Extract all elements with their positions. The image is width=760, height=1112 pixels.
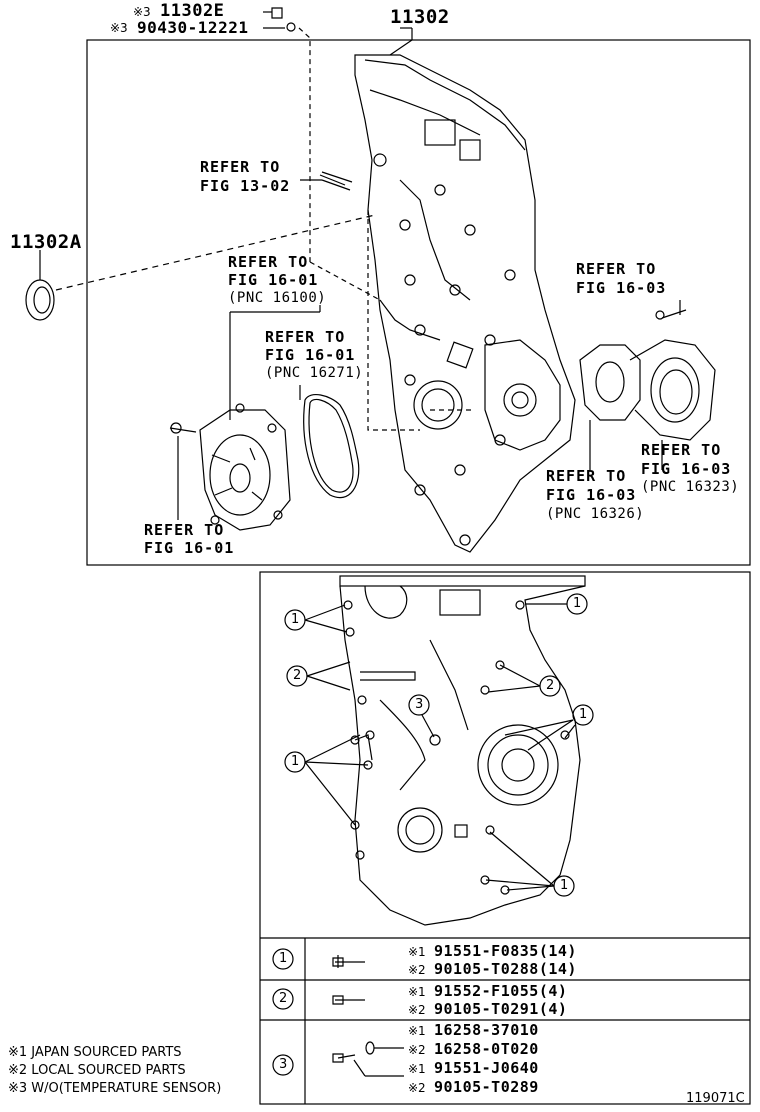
callout-1-e: 1 xyxy=(560,878,569,893)
refer-16100-line2: FIG 16-01 xyxy=(228,271,319,289)
refer-16271-pnc: (PNC 16271) xyxy=(265,365,364,381)
upper-frame xyxy=(86,39,751,566)
refer-16323-line2: FIG 16-03 xyxy=(641,460,732,478)
dashed-leader-sensor xyxy=(298,27,311,262)
table-row-3-part-1: 16258-37010 xyxy=(434,1021,539,1039)
table-row-1-circle: 1 xyxy=(279,951,288,966)
refer-pump-line1: REFER TO xyxy=(144,521,225,539)
callout-2-a: 2 xyxy=(293,668,302,683)
sensor-icons xyxy=(271,7,296,32)
refer-fig-16-03-line1: REFER TO xyxy=(576,260,657,278)
table-row-2-circle: 2 xyxy=(279,991,288,1006)
mark-11302e: ※3 xyxy=(133,5,151,19)
timing-chain-cover-upper xyxy=(319,54,576,553)
figure-id: 119071C xyxy=(686,1091,745,1106)
parts-table-grid xyxy=(260,937,750,1104)
mark-90430: ※3 xyxy=(110,21,128,35)
lower-frame xyxy=(259,571,751,1105)
refer-pump-line2: FIG 16-01 xyxy=(144,539,235,557)
table-row-2-mark-2: ※2 xyxy=(408,1003,426,1017)
table-row-1-part-2: 90105-T0288(14) xyxy=(434,960,577,978)
refer-fig-13-02-line1: REFER TO xyxy=(200,158,281,176)
part-11302e: 11302E xyxy=(160,1,225,21)
refer-16326-line1: REFER TO xyxy=(546,467,627,485)
table-row-1-mark-1: ※1 xyxy=(408,945,426,959)
callout-1-b: 1 xyxy=(573,596,582,611)
callout-1-d: 1 xyxy=(291,754,300,769)
table-row-3-part-2: 16258-0T020 xyxy=(434,1040,539,1058)
callout-1-c: 1 xyxy=(579,707,588,722)
refer-fig-13-02-line2: FIG 13-02 xyxy=(200,177,291,195)
note-japan-sourced: ※1 JAPAN SOURCED PARTS xyxy=(8,1045,182,1060)
table-row-2-mark-1: ※1 xyxy=(408,985,426,999)
refer-16326-line2: FIG 16-03 xyxy=(546,486,637,504)
water-outlet xyxy=(579,309,716,441)
refer-fig-16-03-line2: FIG 16-03 xyxy=(576,279,667,297)
table-row-3-mark-3: ※1 xyxy=(408,1062,426,1076)
table-row-3-mark-4: ※2 xyxy=(408,1081,426,1095)
refer-16326-pnc: (PNC 16326) xyxy=(546,506,645,522)
table-row-1-mark-2: ※2 xyxy=(408,963,426,977)
table-row-2-part-1: 91552-F1055(4) xyxy=(434,982,568,1000)
callout-3: 3 xyxy=(415,697,424,712)
note-local-sourced: ※2 LOCAL SOURCED PARTS xyxy=(8,1063,186,1078)
table-row-1-part-1: 91551-F0835(14) xyxy=(434,942,577,960)
callout-1-a: 1 xyxy=(291,612,300,627)
callout-2-b: 2 xyxy=(546,678,555,693)
refer-16323-pnc: (PNC 16323) xyxy=(641,479,740,495)
timing-chain-cover-detail xyxy=(339,575,586,926)
water-pump xyxy=(169,403,291,531)
table-row-3-mark-2: ※2 xyxy=(408,1043,426,1057)
refer-16271-line1: REFER TO xyxy=(265,328,346,346)
table-row-3-mark-1: ※1 xyxy=(408,1024,426,1038)
oil-seal-11302a xyxy=(25,279,55,321)
pump-gasket xyxy=(303,393,360,499)
table-row-2-part-2: 90105-T0291(4) xyxy=(434,1000,568,1018)
refer-16100-line1: REFER TO xyxy=(228,253,309,271)
part-11302a: 11302A xyxy=(10,231,82,253)
table-row-3-part-4: 90105-T0289 xyxy=(434,1078,539,1096)
callout-leaders xyxy=(284,593,594,897)
table-row-3-circle: 3 xyxy=(279,1057,288,1072)
refer-16271-line2: FIG 16-01 xyxy=(265,346,356,364)
table-row-3-part-3: 91551-J0640 xyxy=(434,1059,539,1077)
refer-16323-line1: REFER TO xyxy=(641,441,722,459)
note-wo-temperature-sensor: ※3 W/O(TEMPERATURE SENSOR) xyxy=(8,1081,222,1096)
refer-16100-pnc: (PNC 16100) xyxy=(228,290,327,306)
part-11302: 11302 xyxy=(390,6,450,28)
dashed-leader-oil-seal xyxy=(55,214,376,291)
part-90430-12221: 90430-12221 xyxy=(137,18,249,37)
